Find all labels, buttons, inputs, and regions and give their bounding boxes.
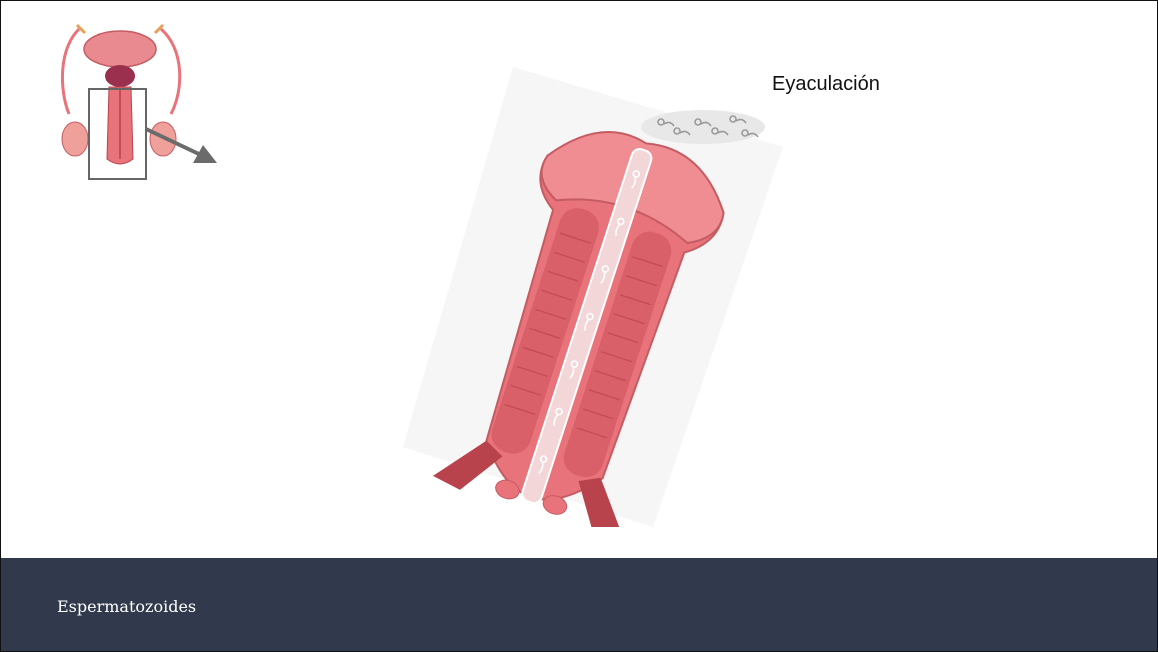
testis-left xyxy=(62,122,88,156)
vas-deferens-right xyxy=(161,29,180,114)
ejaculation-label: Eyaculación xyxy=(772,73,880,96)
penis-cross-section-illustration xyxy=(393,67,793,527)
footer-caption: Espermatozoides xyxy=(57,597,196,616)
prostate xyxy=(105,65,135,87)
reproductive-system-thumbnail xyxy=(49,19,221,183)
bladder xyxy=(84,31,156,67)
vas-deferens-left xyxy=(62,29,79,114)
ejaculate-cloud xyxy=(641,110,765,144)
